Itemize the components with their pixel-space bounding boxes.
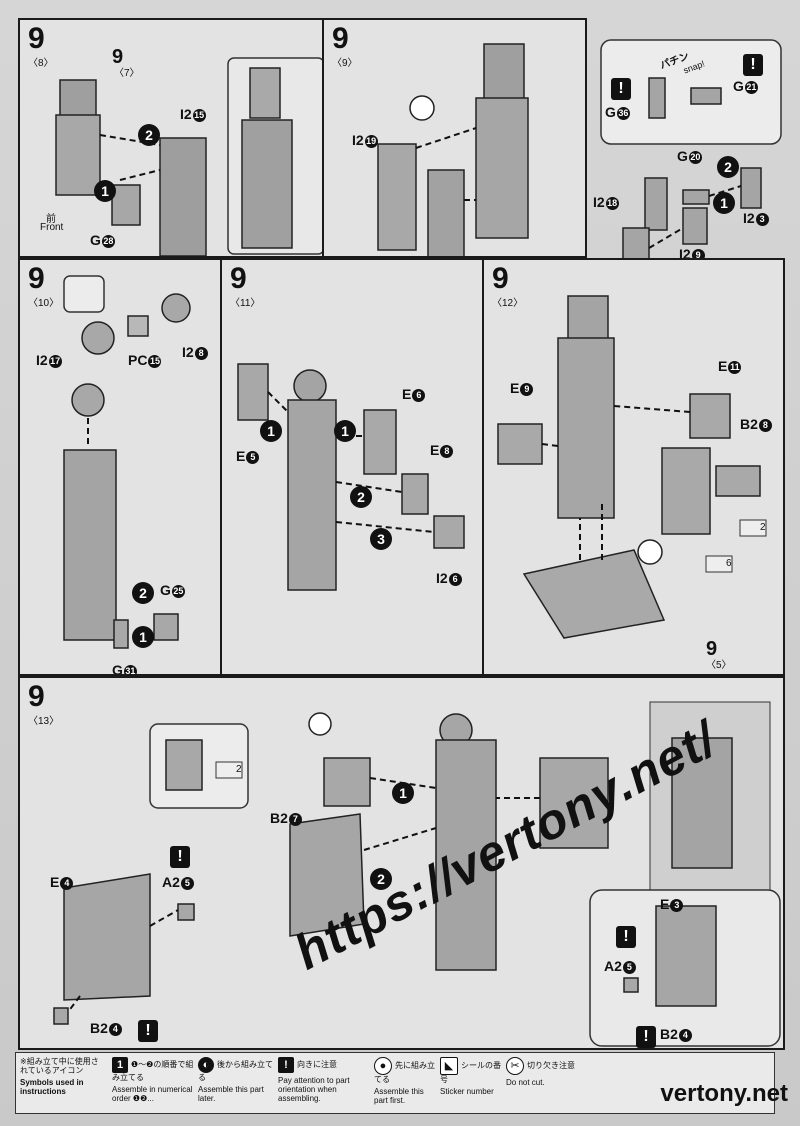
assembly-diagram [237, 363, 465, 591]
sticker-number: 2 [760, 522, 766, 533]
step-sub-number: 〈13〉 [28, 716, 60, 727]
step-sub-number: 〈12〉 [492, 298, 524, 309]
step-sub-number: 〈11〉 [230, 298, 261, 309]
assembly-diagram [497, 295, 767, 639]
order-badge-1: 1 [132, 626, 154, 648]
sticker-icon: ◣ [440, 1057, 458, 1075]
ref-step-number: 9 [706, 638, 718, 660]
legend-item-orientation: !向きに注意 Pay attention to part orientation… [278, 1057, 350, 1103]
assembly-diagram [63, 275, 191, 649]
first-icon: ● [374, 1057, 392, 1075]
ref-step-number: 9 [112, 46, 124, 68]
numbered-step-icon: 1 [112, 1057, 128, 1073]
orientation-warning-icon: ! [170, 846, 190, 868]
legend-item-sticker: ◣シールの番号 Sticker number [440, 1057, 502, 1096]
step-sub-number: 〈9〉 [332, 58, 358, 69]
step-sub-number: 〈8〉 [28, 58, 54, 69]
assembly-diagram [53, 701, 781, 1047]
sticker-number: 6 [726, 558, 732, 569]
front-label-jp: 前 [46, 214, 56, 225]
order-badge-1: 1 [260, 420, 282, 442]
orientation-warning-icon: ! [743, 54, 763, 76]
assembly-diagram [600, 39, 782, 258]
legend-item-do-not-cut: ✂切り欠き注意 Do not cut. [506, 1057, 576, 1087]
later-icon: ◐ [198, 1057, 214, 1073]
ref-step-sub-number: 〈5〉 [706, 660, 732, 671]
site-name: vertony.net [660, 1080, 788, 1107]
step-number: 9 [492, 262, 509, 295]
orientation-warning-icon: ! [138, 1020, 158, 1042]
symbol-legend: ※組み立て中に使用されているアイコン Symbols used in instr… [15, 1052, 775, 1114]
legend-title-jp: ※組み立て中に使用されているアイコン [20, 1057, 99, 1075]
sticker-number: 2 [236, 764, 242, 775]
order-badge-1: 1 [334, 420, 356, 442]
order-badge-2: 2 [717, 156, 739, 178]
orientation-warning-icon: ! [278, 1057, 294, 1073]
order-badge-3: 3 [370, 528, 392, 550]
step-number: 9 [28, 22, 45, 55]
orientation-warning-icon: ! [616, 926, 636, 948]
orientation-warning-icon: ! [611, 78, 631, 100]
assembly-diagram [377, 43, 529, 256]
step-sub-number: 〈10〉 [28, 298, 60, 309]
legend-item-later: ◐後から組み立てる Assemble this part later. [198, 1057, 273, 1103]
order-badge-1: 1 [94, 180, 116, 202]
step-number: 9 [28, 680, 45, 713]
assembly-diagram [55, 57, 325, 256]
order-badge-2: 2 [370, 868, 392, 890]
scissors-icon: ✂ [506, 1057, 524, 1075]
order-badge-2: 2 [350, 486, 372, 508]
legend-title: ※組み立て中に使用されているアイコン Symbols used in instr… [20, 1057, 106, 1096]
legend-item-first: ●先に組み立てる Assemble this part first. [374, 1057, 436, 1105]
front-label-en: Front [40, 222, 64, 233]
order-badge-2: 2 [132, 582, 154, 604]
order-badge-1: 1 [392, 782, 414, 804]
step-number: 9 [230, 262, 247, 295]
order-badge-2: 2 [138, 124, 160, 146]
step-number: 9 [28, 262, 45, 295]
legend-title-en: Symbols used in instructions [20, 1078, 84, 1096]
orientation-warning-icon: ! [636, 1026, 656, 1048]
step-number: 9 [332, 22, 349, 55]
ref-step-sub-number: 〈7〉 [114, 68, 140, 79]
order-badge-1: 1 [713, 192, 735, 214]
